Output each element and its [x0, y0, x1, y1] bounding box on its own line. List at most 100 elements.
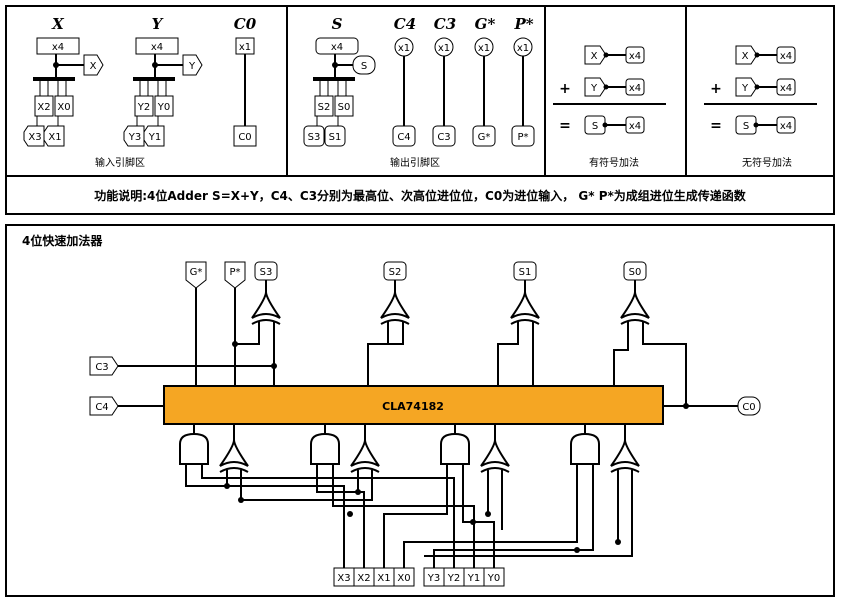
- svg-text:X1: X1: [377, 573, 390, 584]
- unsigned-equals-sign: =: [710, 118, 722, 134]
- svg-text:X3: X3: [337, 573, 350, 584]
- s-split-1: S0: [338, 102, 351, 113]
- circuit-panel: 4位快速加法器 G* P* S3 S2 S1 S0: [5, 224, 835, 597]
- xor-gate-s2: [380, 291, 410, 325]
- output-pin-s3: S3: [254, 261, 278, 281]
- y-split-3: Y1: [148, 132, 161, 143]
- unsigned-plus-sign: +: [710, 81, 722, 97]
- xor-gate-s1: [510, 291, 540, 325]
- output-pin-s0: S0: [623, 261, 647, 281]
- y-title: Y: [152, 15, 164, 33]
- g-title: G*: [475, 15, 496, 33]
- input-pin-c3: C3: [89, 356, 119, 376]
- svg-text:S1: S1: [519, 267, 532, 278]
- input-pin-x3: X3: [333, 567, 355, 587]
- svg-text:G*: G*: [190, 267, 203, 278]
- c4-pin: C4: [397, 132, 410, 143]
- svg-text:P*: P*: [229, 267, 240, 278]
- svg-text:S3: S3: [260, 267, 273, 278]
- and-gate-bit0: [570, 424, 600, 465]
- input-pin-x1: X1: [373, 567, 395, 587]
- x-split-0: X2: [37, 102, 50, 113]
- description-bar: 功能说明:4位Adder S=X+Y，C4、C3分别为最高位、次高位进位位，C0…: [5, 175, 835, 215]
- input-pin-y3: Y3: [423, 567, 445, 587]
- y-split-1: Y0: [157, 102, 170, 113]
- signed-row-0-bits: x4: [629, 51, 641, 62]
- input-pins-caption: 输入引脚区: [95, 156, 145, 169]
- g-output-pin: G* x1 G*: [472, 15, 496, 147]
- and-gate-bit1: [440, 424, 470, 465]
- xor-gate-bit1: [480, 424, 510, 473]
- output-pin-s1: S1: [513, 261, 537, 281]
- svg-text:Y1: Y1: [467, 573, 480, 584]
- xor-gate-bit3: [219, 424, 249, 473]
- svg-text:Y3: Y3: [427, 573, 440, 584]
- unsigned-row-1-name: Y: [741, 83, 749, 94]
- signed-add-caption: 有符号加法: [589, 156, 639, 169]
- c4-bus-label: x1: [398, 43, 410, 54]
- svg-text:S0: S0: [629, 267, 642, 278]
- unsigned-row-2-bits: x4: [780, 121, 792, 132]
- p-pin: P*: [517, 132, 528, 143]
- lower-wires: [185, 464, 633, 568]
- c0-input-pin: C0 x1 C0: [233, 15, 257, 147]
- signed-row-2-name: S: [592, 121, 598, 132]
- xor-gate-s0: [620, 291, 650, 325]
- s-split-3: S1: [329, 132, 342, 143]
- input-pin-x2: X2: [353, 567, 375, 587]
- p-bus-label: x1: [517, 43, 529, 54]
- s-split-2: S3: [308, 132, 321, 143]
- output-pins-caption: 输出引脚区: [390, 156, 440, 169]
- cla74182-chip: CLA74182: [163, 385, 664, 425]
- c3-pin: C3: [437, 132, 450, 143]
- signed-row-1-name: Y: [590, 83, 598, 94]
- x-bus-label: x4: [52, 42, 64, 53]
- unsigned-add-caption: 无符号加法: [742, 156, 792, 169]
- x-split-1: X0: [57, 102, 70, 113]
- y-split-2: Y3: [128, 132, 141, 143]
- c4-title: C4: [394, 15, 416, 33]
- input-pin-y1: Y1: [463, 567, 485, 587]
- x-input-splitter: X x4 X X2 X0 X3 X1: [23, 15, 104, 147]
- signed-row-1-bits: x4: [629, 83, 641, 94]
- s-output-splitter: S x4 S S2 S0 S3 S1: [303, 15, 376, 147]
- signed-add-example: X x4 + Y x4 = S x4 有符号加法: [553, 45, 666, 169]
- xor-gate-bit2: [350, 424, 380, 473]
- y-split-0: Y2: [137, 102, 150, 113]
- unsigned-row-0-bits: x4: [780, 51, 792, 62]
- xor-gate-bit0: [610, 424, 640, 473]
- g-pin: G*: [478, 132, 491, 143]
- signed-row-0-name: X: [591, 51, 598, 62]
- unsigned-add-example: X x4 + Y x4 = S x4 无符号加法: [704, 45, 817, 169]
- svg-text:C3: C3: [95, 362, 108, 373]
- circuit-title: 4位快速加法器: [22, 233, 103, 248]
- x-port: X: [90, 61, 97, 72]
- output-pin-c0: C0: [737, 396, 761, 416]
- xor-gate-s3: [251, 291, 281, 325]
- input-pin-c4: C4: [89, 396, 119, 416]
- c0-title: C0: [234, 15, 257, 33]
- s-port: S: [361, 61, 367, 72]
- output-pin-g-star: G*: [185, 261, 207, 289]
- p-output-pin: P* x1 P*: [511, 15, 535, 147]
- unsigned-row-2-name: S: [743, 121, 749, 132]
- signed-row-2-bits: x4: [629, 121, 641, 132]
- c3-bus-label: x1: [438, 43, 450, 54]
- unsigned-row-0-name: X: [742, 51, 749, 62]
- unsigned-row-1-bits: x4: [780, 83, 792, 94]
- p-title: P*: [513, 15, 533, 33]
- s-split-0: S2: [318, 102, 331, 113]
- svg-text:Y2: Y2: [447, 573, 460, 584]
- legend-panel: X x4 X X2 X0 X3 X1 Y x4: [5, 5, 835, 177]
- svg-text:Y0: Y0: [487, 573, 500, 584]
- output-pin-s2: S2: [383, 261, 407, 281]
- g-bus-label: x1: [478, 43, 490, 54]
- c0-bus-label: x1: [239, 42, 251, 53]
- and-gate-bit2: [310, 424, 340, 465]
- c4-output-pin: C4 x1 C4: [392, 15, 416, 147]
- x-title: X: [51, 15, 65, 33]
- signed-equals-sign: =: [559, 118, 571, 134]
- x-split-3: X1: [48, 132, 61, 143]
- chip-label: CLA74182: [382, 400, 444, 413]
